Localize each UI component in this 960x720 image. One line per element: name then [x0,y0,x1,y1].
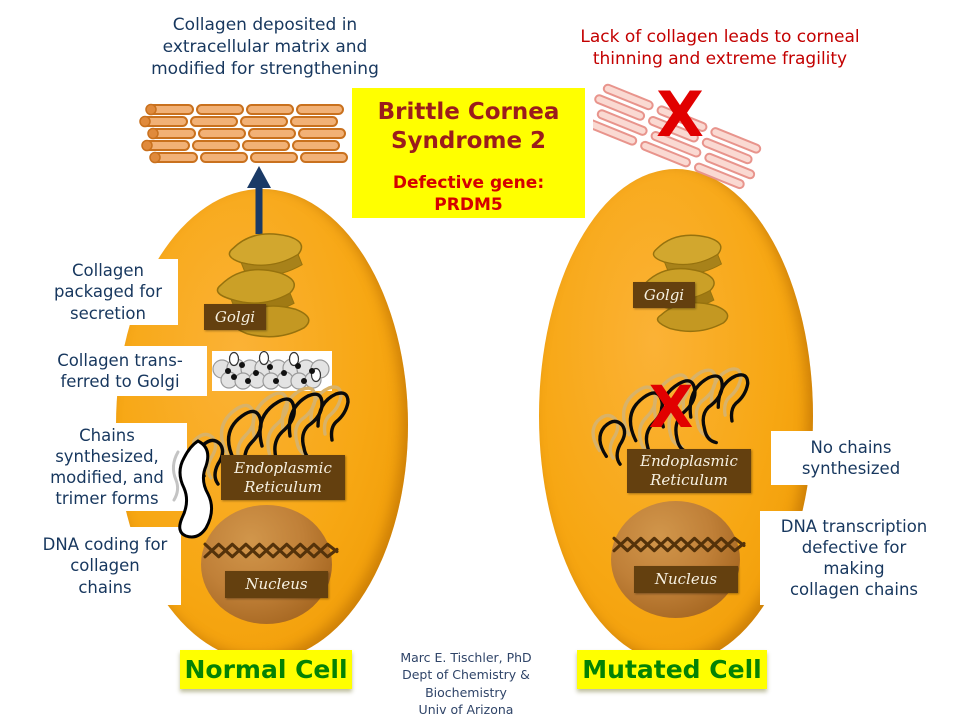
label-dna-coding: DNA coding for collagen chains [29,527,181,605]
label-dna-transcription-defective: DNA transcription defective for making c… [760,511,948,605]
x-mark-er: X [648,373,694,441]
mutated-cell-plate: Mutated Cell [577,650,767,689]
collagen-fibers-icon [139,103,348,164]
normal-cell-name: Normal Cell [184,655,348,684]
title-box: Brittle Cornea Syndrome 2 Defective gene… [352,88,585,218]
nucleus-label-mutated: Nucleus [634,566,738,593]
up-arrow-icon [247,166,271,234]
collagen-chain-graphic [171,439,213,539]
mutated-cell-name: Mutated Cell [582,655,762,684]
er-label-normal: Endoplasmic Reticulum [221,455,345,500]
nucleus-label-normal: Nucleus [225,571,328,598]
er-label-mutated: Endoplasmic Reticulum [627,449,751,493]
defective-gene-subtitle: Defective gene: PRDM5 [392,172,545,215]
nucleus-graphic-normal [201,505,332,624]
caption-extracellular-matrix: Collagen deposited in extracellular matr… [151,15,379,80]
author-credit: Marc E. Tischler, PhD Dept of Chemistry … [400,650,532,717]
label-collagen-packaged: Collagen packaged for secretion [38,259,178,325]
syndrome-title: Brittle Cornea Syndrome 2 [377,99,560,154]
x-mark-fibers: X [656,78,704,151]
caption-lack-of-collagen: Lack of collagen leads to corneal thinni… [580,27,860,70]
golgi-label-mutated: Golgi [633,282,695,308]
label-chains-synthesized: Chains synthesized, modified, and trimer… [27,423,187,511]
dna-icon-mutated [612,536,746,553]
golgi-label-normal: Golgi [204,304,266,330]
label-collagen-transferred: Collagen trans- ferred to Golgi [33,346,207,396]
normal-cell-plate: Normal Cell [180,650,352,689]
nucleus-graphic-mutated [611,501,740,618]
label-no-chains: No chains synthesized [771,431,931,485]
